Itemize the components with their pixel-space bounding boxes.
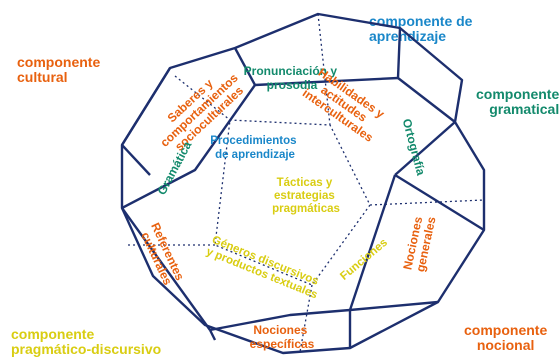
face-procedimientos: Procedimientos de aprendizaje bbox=[210, 135, 299, 161]
face-funciones: Funciones bbox=[338, 237, 390, 283]
edge-hidden bbox=[317, 13, 331, 126]
edge-front bbox=[209, 308, 351, 332]
edge-front bbox=[121, 207, 211, 331]
face-tacticas: Tácticas y estrategias pragmáticas bbox=[272, 177, 340, 215]
edge-front bbox=[396, 27, 456, 123]
edge-front bbox=[121, 84, 256, 210]
edge-front bbox=[394, 173, 485, 232]
edge-hidden bbox=[299, 284, 313, 353]
face-nociones-generales: Nociones generales bbox=[400, 212, 438, 274]
face-nociones-especificas: Nociones específicas bbox=[250, 323, 315, 351]
edge-hidden bbox=[369, 199, 485, 206]
edge-front bbox=[121, 144, 151, 176]
edge-front bbox=[120, 67, 172, 146]
face-generos: Géneros discursivos y productos textuale… bbox=[204, 234, 324, 302]
edge-front bbox=[394, 121, 456, 176]
edge-front bbox=[208, 329, 217, 341]
outer-silhouette bbox=[120, 12, 486, 355]
face-pronunciacion: Pronunciación y prosodia bbox=[244, 64, 341, 92]
